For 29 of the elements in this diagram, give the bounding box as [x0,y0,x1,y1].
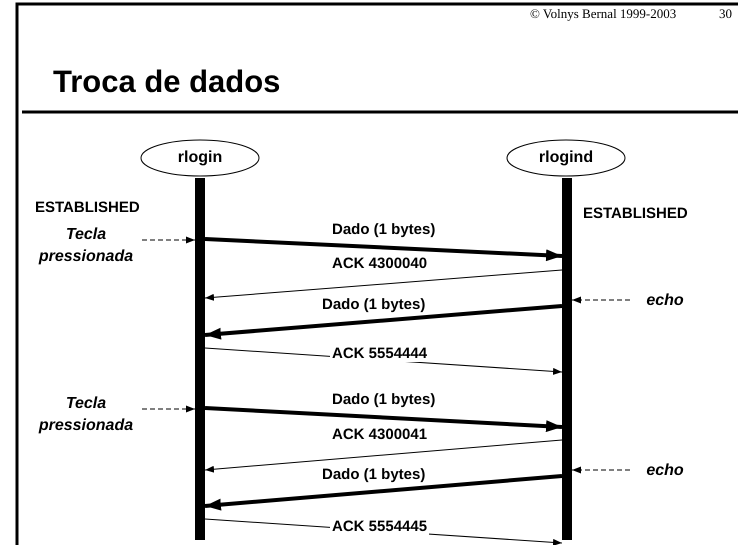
event-note: Tecla pressionada [30,393,142,437]
lifeline-bar [195,178,205,540]
lifeline-bar [562,178,572,540]
edge-label: ACK 5554445 [330,519,430,535]
arrow [572,296,630,304]
edge-label: Dado (1 bytes) [320,467,428,483]
state-label: ESTABLISHED [35,199,140,216]
copyright-note: © Volnys Bernal 1999-2003 [530,6,676,22]
arrow [204,237,562,262]
process-ellipse: rlogind [506,139,626,177]
arrow [204,474,562,511]
edge-label: ACK 5554444 [330,346,430,362]
arrow [572,466,630,474]
edge-label: Dado (1 bytes) [330,222,438,238]
arrow [204,406,562,432]
arrow [204,270,562,301]
process-ellipse: rlogin [140,139,260,177]
page-number: 30 [719,6,732,22]
edge-label: Dado (1 bytes) [330,392,438,408]
slide-title: Troca de dados [53,64,280,100]
edge-label: Dado (1 bytes) [320,297,428,313]
state-label: ESTABLISHED [583,205,688,222]
arrow [204,304,562,340]
event-note: Tecla pressionada [30,224,142,268]
arrow [142,406,196,412]
arrow [142,236,196,244]
event-note: echo [630,460,700,482]
arrow [204,440,562,473]
event-note: echo [630,290,700,312]
